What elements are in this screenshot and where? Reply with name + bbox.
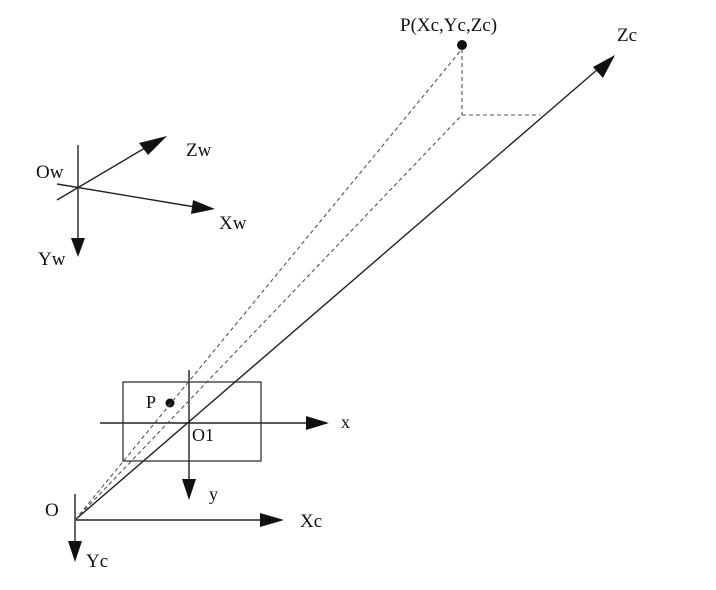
image-point-dot xyxy=(165,398,175,408)
camera-z-label: Zc xyxy=(617,25,637,46)
world-point-label: P(Xc,Yc,Zc) xyxy=(400,15,497,36)
world-x-axis xyxy=(56,183,196,208)
image-x-label: x xyxy=(341,412,350,432)
camera-z-arrowhead xyxy=(593,55,615,78)
world-point: P(Xc,Yc,Zc) xyxy=(400,15,497,50)
camera-x-arrowhead xyxy=(260,513,284,527)
image-y-label: y xyxy=(209,484,218,504)
world-z-arrowhead xyxy=(139,136,167,155)
world-y-arrowhead xyxy=(71,238,85,257)
world-z-axis xyxy=(56,144,151,201)
image-plane-rectangle xyxy=(122,381,262,462)
camera-z-axis xyxy=(74,68,599,521)
projection-ray-to-point xyxy=(74,48,463,521)
camera-origin-label: O xyxy=(45,500,59,521)
projection-lines xyxy=(74,48,540,521)
image-y-arrowhead xyxy=(182,479,196,500)
image-x-arrowhead xyxy=(306,416,329,430)
world-coordinate-system: Ow Zw Xw Yw xyxy=(36,136,247,270)
image-point-label: P xyxy=(146,392,156,412)
world-x-arrowhead xyxy=(191,200,215,214)
world-y-label: Yw xyxy=(38,249,66,270)
camera-x-label: Xc xyxy=(300,511,322,532)
image-plane: P O1 x y xyxy=(100,370,350,504)
world-z-label: Zw xyxy=(186,140,212,161)
camera-y-arrowhead xyxy=(68,541,82,562)
world-point-dot xyxy=(457,40,467,50)
image-center-label: O1 xyxy=(192,425,214,445)
camera-y-label: Yc xyxy=(86,551,108,572)
projection-ray-to-foot xyxy=(74,114,463,521)
world-origin-label: Ow xyxy=(36,162,64,183)
camera-coordinate-system: O Xc Yc Zc xyxy=(45,25,637,572)
world-x-label: Xw xyxy=(219,213,247,234)
